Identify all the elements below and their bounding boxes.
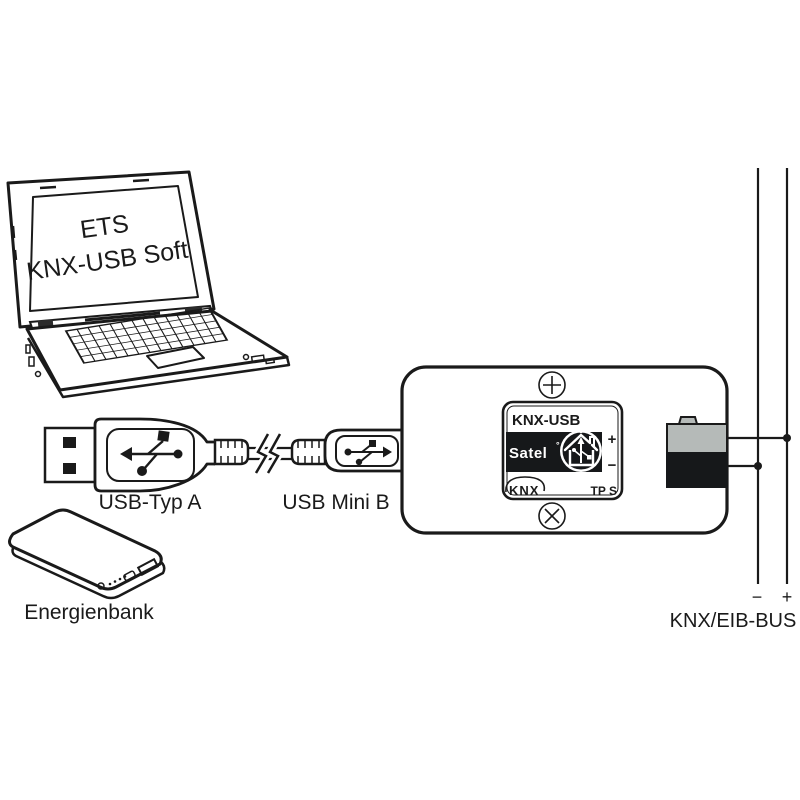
hinge-slot <box>84 311 161 322</box>
strain-relief-ribs <box>297 441 320 463</box>
usb-a-contact <box>63 437 76 448</box>
bus-plus-sign: + <box>782 587 793 607</box>
laptop-base-edge <box>26 337 291 399</box>
usb-a-strain-relief <box>213 438 250 466</box>
lid-vent-mark <box>132 178 150 183</box>
junction-dot-minus <box>754 462 762 470</box>
usb-type-a-plug <box>43 417 250 493</box>
powerbank-usb-port <box>136 557 160 577</box>
usb-a-contact <box>63 463 76 474</box>
lid-vent-mark <box>39 185 57 190</box>
knx-logo: KNX <box>505 476 546 498</box>
usb-trident-right-icon <box>344 440 392 466</box>
device-title: KNX-USB <box>512 412 581 429</box>
device-screw-bottom-icon <box>538 502 566 530</box>
satel-brand-text: Satel <box>509 445 547 462</box>
bus-lines: − + KNX/EIB-BUS <box>670 168 797 632</box>
cable-break-icon <box>252 432 284 476</box>
device-plus-sign: + <box>608 431 617 448</box>
powerbank-led <box>123 575 127 578</box>
laptop-keyboard <box>64 307 229 364</box>
satel-brand-mark: ° <box>556 440 560 450</box>
junction-dot-plus <box>783 434 791 442</box>
knx-usb-device: KNX-USB Satel ° + − <box>400 365 791 535</box>
usb-trident-left-icon <box>120 430 183 476</box>
terminal-tab <box>677 416 699 425</box>
usb-a-caption: USB-Typ A <box>99 491 202 514</box>
tp-s-label: TP S <box>591 484 617 498</box>
knx-logo-swoosh <box>505 476 546 493</box>
powerbank-led <box>108 582 112 586</box>
device-minus-sign: − <box>608 457 617 474</box>
bus-minus-sign: − <box>752 587 763 607</box>
powerbank-micro-port <box>123 570 136 582</box>
port-right-round <box>242 353 250 361</box>
powerbank-led <box>113 580 117 583</box>
terminal-block <box>666 416 728 488</box>
powerbank-caption: Energienbank <box>24 601 154 624</box>
port-right-small <box>264 357 276 365</box>
port-left-round <box>34 370 42 378</box>
keyboard-columns <box>76 309 217 362</box>
strain-relief-ribs <box>220 441 243 463</box>
device-screw-top-icon <box>538 371 566 399</box>
laptop-touchpad <box>146 346 205 369</box>
knx-logo-text: KNX <box>509 483 539 498</box>
powerbank-power-button <box>97 582 105 590</box>
keyboard-outline <box>64 307 229 364</box>
port-right-usb <box>250 354 266 363</box>
screen-line1: ETS <box>78 210 130 244</box>
bus-label: KNX/EIB-BUS <box>670 610 797 632</box>
usb-mini-b-plug <box>290 428 402 473</box>
usb-minib-strain-relief <box>290 438 327 466</box>
terminal-plus-gray <box>666 423 728 454</box>
keyboard-rows <box>69 314 224 357</box>
laptop: ETS KNX-USB Soft <box>6 170 291 399</box>
bezel-tick <box>13 249 18 261</box>
device-label: KNX-USB Satel ° + − <box>501 400 624 501</box>
bezel-tick <box>11 225 16 239</box>
usb-mini-b-caption: USB Mini B <box>282 491 389 514</box>
port-left-usb <box>28 356 35 367</box>
terminal-minus-black <box>666 452 728 488</box>
port-left-small <box>25 344 31 354</box>
powerbank-led <box>118 577 122 581</box>
laptop-screen <box>29 185 199 312</box>
powerbank-top <box>8 508 163 591</box>
usb-cable <box>248 432 292 476</box>
satel-house-icon <box>560 429 602 472</box>
powerbank <box>8 508 166 600</box>
